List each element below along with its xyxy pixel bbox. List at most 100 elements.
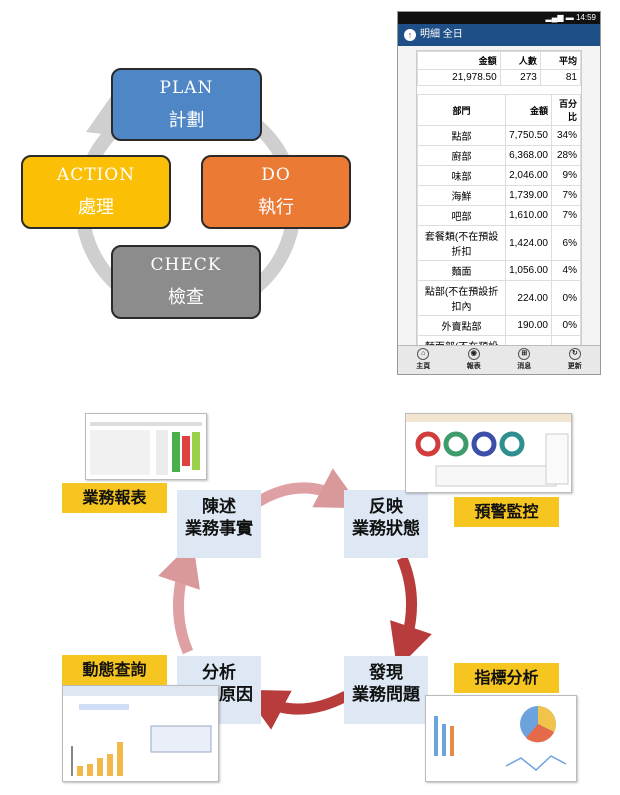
table-row: 麵面部(不在預設 — [417, 335, 581, 347]
node-find-problems-line1: 發現 — [369, 663, 403, 683]
dept-cell: 味部 — [417, 165, 507, 186]
amount-cell: 2,046.00 — [505, 165, 552, 186]
signal-icon: ▂▄▆ ▬ — [545, 13, 576, 22]
amount-cell: 1,056.00 — [505, 260, 552, 281]
nav-reports[interactable]: ◉ 報表 — [449, 346, 500, 374]
arrow-top — [255, 468, 362, 509]
report-icon: ◉ — [467, 348, 480, 360]
do-box: DO 執行 — [201, 155, 351, 229]
status-time: 14:59 — [575, 13, 596, 22]
dept-cell: 吧部 — [417, 205, 507, 226]
indicator-thumbnail — [425, 695, 577, 782]
nav-reports-label: 報表 — [466, 363, 481, 370]
arrow-left — [158, 541, 200, 655]
arrow-bottom — [242, 689, 349, 730]
cycle-arrows — [158, 468, 432, 730]
amount-cell: 224.00 — [505, 280, 552, 316]
summary-amount: 21,978.50 — [417, 69, 501, 86]
label-indicator-analysis: 指標分析 — [454, 663, 559, 693]
plan-subtitle: 計劃 — [168, 110, 205, 131]
node-reflect-status-line2: 業務狀態 — [352, 519, 420, 539]
amount-cell: 190.00 — [505, 315, 552, 336]
dept-cell: 點部 — [417, 125, 507, 146]
plan-title: PLAN — [159, 78, 214, 98]
action-box: ACTION 處理 — [21, 155, 171, 229]
alert-thumbnail-image — [406, 414, 571, 487]
amount-cell: 1,424.00 — [505, 225, 552, 261]
dept-cell: 廚部 — [417, 145, 507, 166]
percent-cell: 7% — [551, 205, 581, 226]
percent-cell: 34% — [551, 125, 581, 146]
refresh-icon: ↻ — [568, 348, 581, 360]
percent-cell: 28% — [551, 145, 581, 166]
action-title: ACTION — [56, 165, 136, 185]
bottom-nav: ⌂主頁 ◉ 報表 ⊞消息 ↻ 更新 — [398, 345, 600, 374]
back-arrow-icon[interactable]: ↑ — [404, 29, 416, 41]
check-subtitle: 檢查 — [168, 287, 204, 308]
do-subtitle: 執行 — [258, 197, 294, 218]
arrow-right — [390, 555, 432, 669]
nav-messages[interactable]: ⊞消息 — [499, 346, 550, 374]
alert-thumbnail — [405, 413, 572, 493]
node-reflect-status-line1: 反映 — [369, 497, 403, 517]
node-reflect-status: 反映 業務狀態 — [344, 490, 428, 558]
node-find-problems-line2: 業務問題 — [352, 685, 420, 705]
detail-header-percent: 百分比 — [551, 94, 581, 126]
indicator-thumbnail-image — [434, 706, 567, 771]
percent-cell: 4% — [551, 260, 581, 281]
node-analyze-causes-line1: 分析 — [202, 663, 236, 683]
amount-cell: 1,610.00 — [505, 205, 552, 226]
pdca-arrowhead-icon — [86, 95, 118, 136]
dept-cell: 麵面 — [417, 260, 507, 281]
dept-cell: 套餐類(不在預設折扣 — [417, 225, 507, 261]
summary-table: 金額 人數 平均 21,978.50 273 81 — [417, 51, 581, 86]
label-business-reports: 業務報表 — [62, 483, 167, 513]
amount-cell: 1,739.00 — [505, 185, 552, 206]
summary-header-people: 人數 — [499, 51, 541, 70]
check-title: CHECK — [150, 255, 222, 275]
dept-cell: 外賣點部 — [417, 315, 507, 336]
node-state-facts-line2: 業務事實 — [185, 519, 253, 539]
summary-people: 273 — [499, 69, 541, 86]
dept-cell: 點部(不在預設折扣內 — [417, 280, 507, 316]
nav-refresh-label: 更新 — [567, 363, 582, 370]
percent-cell: 6% — [551, 225, 581, 261]
label-alert-monitoring: 預警監控 — [454, 497, 559, 527]
percent-cell: 9% — [551, 165, 581, 186]
amount-cell: 7,750.50 — [505, 125, 552, 146]
phone-screenshot: ▂▄▆ ▬ 14:59 ↑ 明細 全日 金額 人數 平均 21,978.50 2… — [397, 11, 601, 375]
action-subtitle: 處理 — [78, 197, 114, 218]
percent-cell: 0% — [551, 280, 581, 316]
do-title: DO — [261, 165, 291, 185]
percent-cell: 0% — [551, 315, 581, 336]
summary-average: 81 — [539, 69, 581, 86]
plan-box: PLAN 計劃 — [111, 68, 262, 141]
summary-header-average: 平均 — [539, 51, 581, 70]
summary-header-amount: 金額 — [417, 51, 501, 70]
detail-header-amount: 金額 — [505, 94, 552, 126]
dept-cell: 麵面部(不在預設 — [417, 335, 507, 347]
app-header: ↑ 明細 全日 — [398, 24, 600, 46]
nav-home[interactable]: ⌂主頁 — [398, 346, 449, 374]
header-title: 明細 全日 — [420, 29, 463, 40]
check-box: CHECK 檢查 — [111, 245, 261, 319]
nav-refresh[interactable]: ↻ 更新 — [550, 346, 601, 374]
percent-cell: 7% — [551, 185, 581, 206]
dept-cell: 海鮮 — [417, 185, 507, 206]
report-thumbnail-image — [90, 422, 202, 475]
nav-home-label: 主頁 — [416, 363, 431, 370]
node-state-facts: 陳述 業務事實 — [177, 490, 261, 558]
label-dynamic-query: 動態查詢 — [62, 655, 167, 685]
